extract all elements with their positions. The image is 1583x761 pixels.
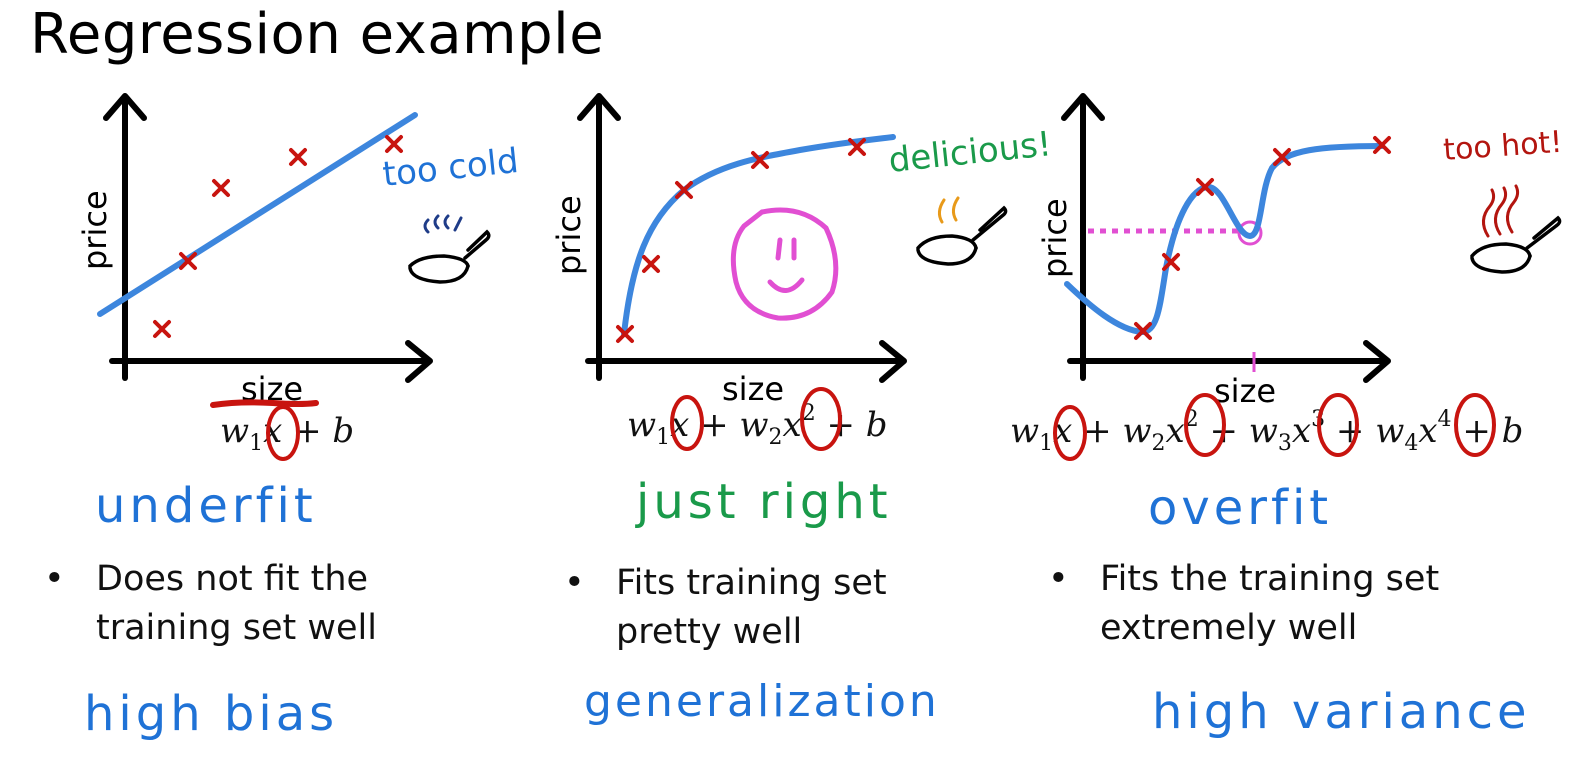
bullet-line: training set well	[96, 608, 377, 648]
y-axis-arrowhead	[577, 93, 621, 121]
x-axis-arrowhead	[879, 340, 907, 383]
training-point	[751, 151, 769, 169]
x-axis-label: size	[722, 370, 784, 408]
bullet-line: Does not fit the	[96, 559, 369, 599]
training-point	[153, 320, 171, 338]
y-axis-label: price	[550, 195, 588, 275]
bullet-dot: •	[44, 559, 65, 599]
panel-just-right: price size w1x + w2x2 + b delicious!	[550, 93, 1054, 451]
training-point	[848, 138, 866, 156]
bullet-dot: •	[1048, 559, 1069, 599]
x-axis-arrowhead	[405, 340, 433, 383]
prediction-point	[1237, 220, 1263, 246]
training-point	[1273, 148, 1291, 166]
pan-icon	[916, 205, 1008, 266]
bullet-line: pretty well	[616, 612, 803, 652]
y-axis-label: price	[76, 190, 114, 270]
note-text: too hot!	[1442, 125, 1563, 168]
bullet-line: Fits the training set	[1100, 559, 1440, 599]
pan-icon	[408, 229, 491, 284]
training-point	[289, 148, 307, 166]
fit-label-underfit: underfit	[95, 478, 317, 534]
diagnosis-generalization: generalization	[584, 676, 940, 727]
quadratic-fit-curve	[621, 134, 896, 337]
smiley-icon	[730, 207, 839, 321]
circle-mark	[1053, 405, 1087, 461]
training-points	[153, 135, 403, 338]
circle-mark	[266, 405, 300, 461]
training-point	[385, 135, 403, 153]
diagnosis-high-bias: high bias	[84, 686, 339, 742]
panel-underfit: price size w1x + b too cold	[76, 93, 520, 461]
circle-mark	[1184, 393, 1226, 457]
pan-icon	[1470, 215, 1562, 274]
training-point	[1162, 253, 1180, 271]
bullet-dot: •	[564, 563, 585, 603]
circle-mark	[800, 387, 842, 451]
fit-label-overfit: overfit	[1148, 480, 1333, 536]
training-point	[616, 325, 634, 343]
training-point	[642, 255, 660, 273]
circle-mark	[670, 395, 704, 451]
linear-fit-line	[97, 112, 418, 317]
x-axis-label: size	[1214, 372, 1276, 410]
y-axis-label: price	[1036, 198, 1074, 278]
page-title: Regression example	[30, 2, 605, 67]
training-points	[1134, 136, 1391, 340]
training-point	[212, 179, 230, 197]
bullet-underfit: • Does not fit the training set well	[44, 555, 377, 653]
formula: w1x + w2x2 + b	[627, 401, 888, 450]
bullet-overfit: • Fits the training set extremely well	[1048, 555, 1440, 653]
training-point	[1373, 136, 1391, 154]
bullet-just-right: • Fits training set pretty well	[564, 559, 887, 657]
y-axis-arrowhead	[1061, 93, 1105, 121]
steam-icon	[423, 214, 463, 234]
training-points	[616, 138, 866, 343]
training-point	[675, 181, 693, 199]
panel-overfit: price size w1x + w2x2 + w3x3 + w4x4 + b …	[1010, 93, 1563, 461]
formula: w1x + w2x2 + w3x3 + w4x4 + b	[1010, 407, 1523, 456]
steam-icon	[937, 196, 960, 224]
y-axis-arrowhead	[103, 93, 147, 121]
bullet-line: extremely well	[1100, 608, 1358, 648]
formula: w1x + b	[220, 411, 354, 456]
x-axis-arrowhead	[1363, 340, 1391, 383]
circle-mark	[1454, 393, 1496, 457]
overfit-curve	[1064, 143, 1385, 336]
training-point	[1196, 178, 1214, 196]
note-text: delicious!	[887, 124, 1054, 181]
training-point	[1134, 322, 1152, 340]
bullet-line: Fits training set	[616, 563, 887, 603]
training-point	[179, 252, 197, 270]
diagnosis-high-variance: high variance	[1152, 684, 1531, 740]
fit-label-just-right: just right	[636, 474, 892, 530]
circle-mark	[1317, 393, 1359, 457]
steam-icon	[1482, 184, 1520, 238]
underline-mark	[210, 399, 319, 408]
